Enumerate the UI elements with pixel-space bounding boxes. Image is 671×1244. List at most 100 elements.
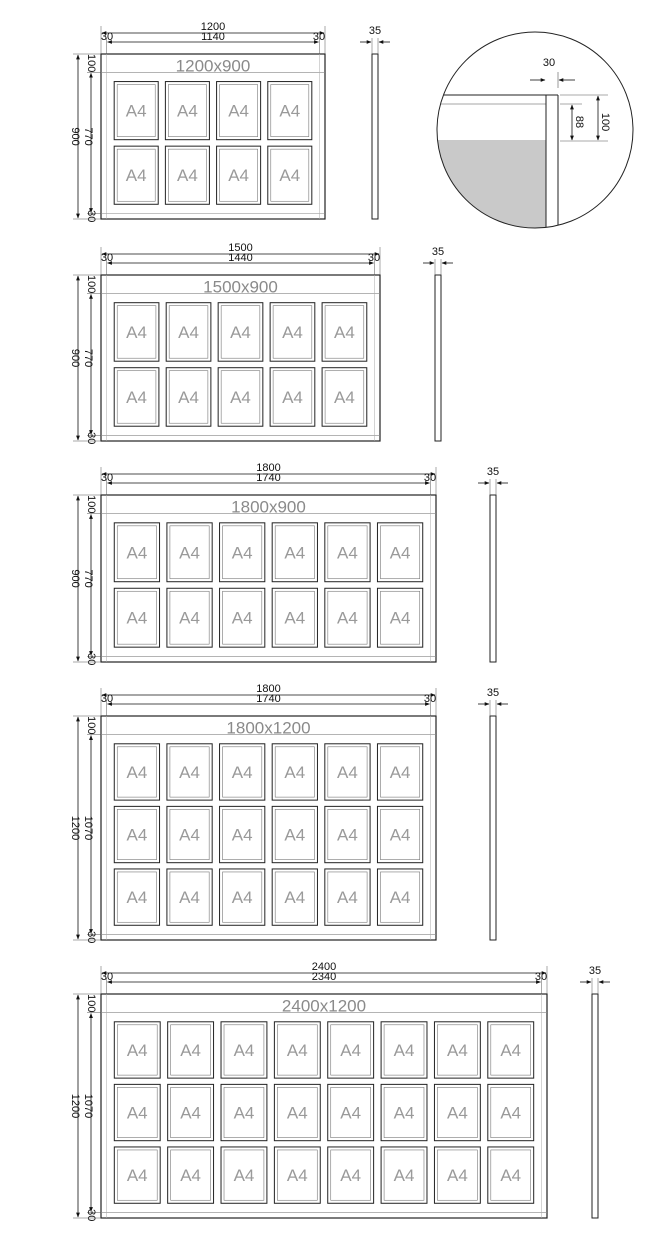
a4-slot-inner: [330, 1149, 371, 1201]
a4-slot-frame: [113, 868, 161, 926]
a4-slot-label: A4: [340, 1041, 361, 1060]
a4-slot-inner: [222, 590, 263, 645]
a4-slot-frame: [167, 1083, 215, 1142]
a4-slot-frame: [327, 1146, 375, 1204]
a4-slot-inner: [116, 590, 157, 645]
a4-slot: A4: [167, 1146, 215, 1204]
a4-slot-label: A4: [447, 1104, 468, 1123]
a4-slot-inner: [380, 871, 421, 923]
a4-slot-inner: [380, 590, 421, 645]
a4-slot-label: A4: [337, 888, 358, 907]
a4-slot-frame: [324, 805, 371, 864]
detail-frame-width-label: 30: [543, 57, 555, 69]
a4-slot-inner: [116, 148, 156, 202]
a4-slot-label: A4: [127, 888, 148, 907]
a4-slot-frame: [219, 587, 266, 648]
a4-slot-frame: [220, 1083, 268, 1142]
a4-slot: A4: [324, 743, 371, 801]
a4-slot-label: A4: [284, 543, 305, 562]
a4-slot-inner: [116, 84, 156, 137]
a4-slot: A4: [327, 1146, 375, 1204]
a4-slot-label: A4: [279, 166, 300, 185]
a4-slot-label: A4: [179, 763, 200, 782]
inner-width-label: 1140: [201, 31, 225, 43]
a4-slot-frame: [376, 743, 424, 801]
a4-slot: A4: [217, 302, 264, 362]
a4-slot-inner: [437, 1087, 478, 1138]
total-height-label: 900: [69, 569, 81, 587]
a4-slot-inner: [170, 1149, 211, 1201]
a4-slot-inner: [169, 746, 210, 798]
a4-slot: A4: [273, 1146, 321, 1204]
inner-height-label: 770: [82, 127, 94, 145]
a4-slot-frame: [324, 868, 371, 926]
top-margin-label: 100: [85, 495, 97, 513]
a4-slot-label: A4: [500, 1041, 521, 1060]
a4-slot-label: A4: [279, 102, 300, 121]
a4-slot-frame: [376, 868, 424, 926]
a4-slot-inner: [220, 370, 261, 424]
a4-slot-inner: [222, 809, 263, 860]
right-margin-label: 30: [313, 31, 325, 43]
a4-slot-inner: [169, 871, 210, 923]
a4-slot: A4: [113, 1146, 161, 1204]
total-height-label: 1200: [69, 816, 81, 840]
a4-slot-frame: [219, 743, 266, 801]
right-margin-label: 30: [424, 472, 436, 484]
a4-slot-inner: [270, 148, 310, 202]
a4-slot-label: A4: [179, 826, 200, 845]
total-width-label: 1200: [201, 21, 225, 33]
a4-slot-label: A4: [178, 323, 199, 342]
a4-slot-frame: [376, 587, 424, 648]
a4-slot-frame: [271, 743, 318, 801]
a4-slot-inner: [274, 871, 315, 923]
a4-slot: A4: [220, 1083, 268, 1142]
a4-slot-frame: [164, 145, 210, 205]
a4-slot-inner: [490, 1024, 531, 1076]
a4-slot-frame: [324, 522, 371, 583]
a4-slot-label: A4: [179, 609, 200, 628]
a4-slot-frame: [167, 1146, 215, 1204]
a4-slot: A4: [321, 302, 368, 362]
a4-slot-inner: [383, 1149, 425, 1201]
a4-slot: A4: [165, 302, 212, 362]
a4-slot-frame: [113, 805, 161, 864]
a4-slot-label: A4: [282, 323, 303, 342]
a4-slot-frame: [166, 743, 213, 801]
a4-slot-inner: [169, 525, 210, 580]
inner-height-label: 770: [82, 569, 94, 587]
a4-slot-label: A4: [337, 609, 358, 628]
a4-slot-label: A4: [232, 888, 253, 907]
a4-slot-inner: [327, 590, 368, 645]
total-width-label: 1500: [228, 242, 252, 254]
a4-slot: A4: [433, 1146, 481, 1204]
a4-slot-inner: [437, 1149, 478, 1201]
a4-slot-label: A4: [284, 888, 305, 907]
a4-slot: A4: [273, 1021, 321, 1079]
a4-slot: A4: [380, 1021, 428, 1079]
a4-slot-label: A4: [447, 1041, 468, 1060]
a4-slot: A4: [167, 1083, 215, 1142]
a4-slot-inner: [117, 1149, 158, 1201]
a4-slot: A4: [219, 868, 266, 926]
a4-slot-label: A4: [500, 1104, 521, 1123]
a4-slot: A4: [324, 587, 371, 648]
a4-slot-frame: [166, 805, 213, 864]
a4-slot-frame: [487, 1146, 535, 1204]
a4-slot-label: A4: [394, 1041, 415, 1060]
left-margin-label: 30: [101, 472, 113, 484]
a4-slot-inner: [274, 590, 315, 645]
a4-slot-label: A4: [337, 543, 358, 562]
a4-slot-inner: [168, 84, 207, 137]
a4-slot-frame: [324, 587, 371, 648]
a4-slot-frame: [321, 367, 368, 427]
a4-slot-inner: [490, 1087, 531, 1138]
detail-outer-height-label: 100: [599, 113, 611, 131]
a4-slot-label: A4: [178, 388, 199, 407]
a4-slot-inner: [383, 1087, 425, 1138]
a4-slot-frame: [487, 1021, 535, 1079]
a4-slot-label: A4: [390, 609, 411, 628]
a4-slot-label: A4: [390, 763, 411, 782]
a4-slot-label: A4: [127, 609, 148, 628]
